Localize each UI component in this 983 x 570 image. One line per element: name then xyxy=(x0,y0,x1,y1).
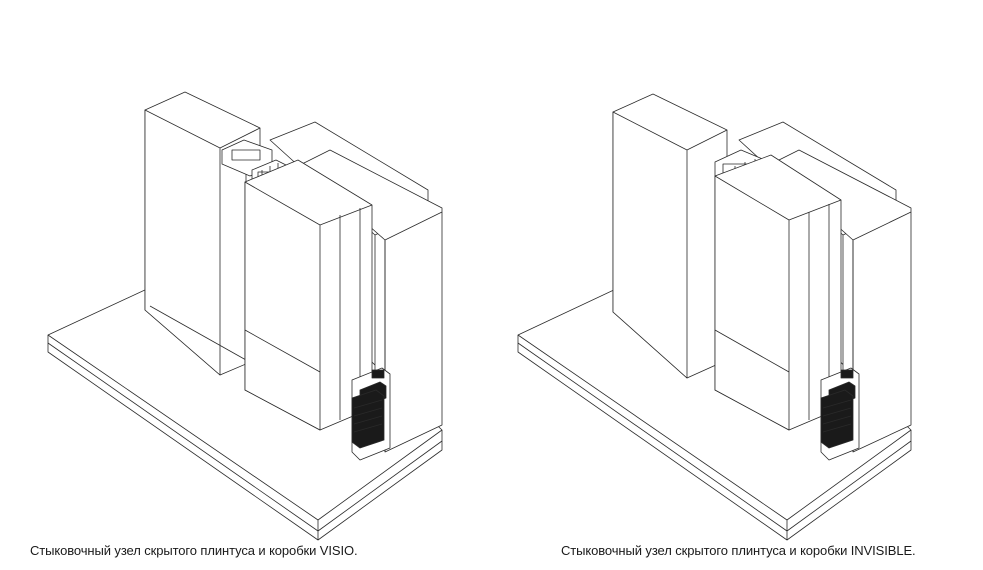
isometric-junction-invisible xyxy=(517,93,912,541)
drawing-visio: Стыковочный узел скрытого плинтуса и кор… xyxy=(0,0,491,570)
hidden-skirting-invisible xyxy=(820,367,860,461)
door-leaf-left xyxy=(612,93,728,379)
back-wall xyxy=(269,121,443,453)
isometric-junction-visio xyxy=(47,91,443,541)
door-leaf-right xyxy=(714,154,842,431)
caption-visio: Стыковочный узел скрытого плинтуса и кор… xyxy=(30,543,358,558)
drawing-invisible: Стыковочный узел скрытого плинтуса и кор… xyxy=(491,0,982,570)
door-leaf-right xyxy=(244,159,373,431)
caption-invisible: Стыковочный узел скрытого плинтуса и кор… xyxy=(561,543,916,558)
hidden-skirting-visio xyxy=(351,367,391,461)
